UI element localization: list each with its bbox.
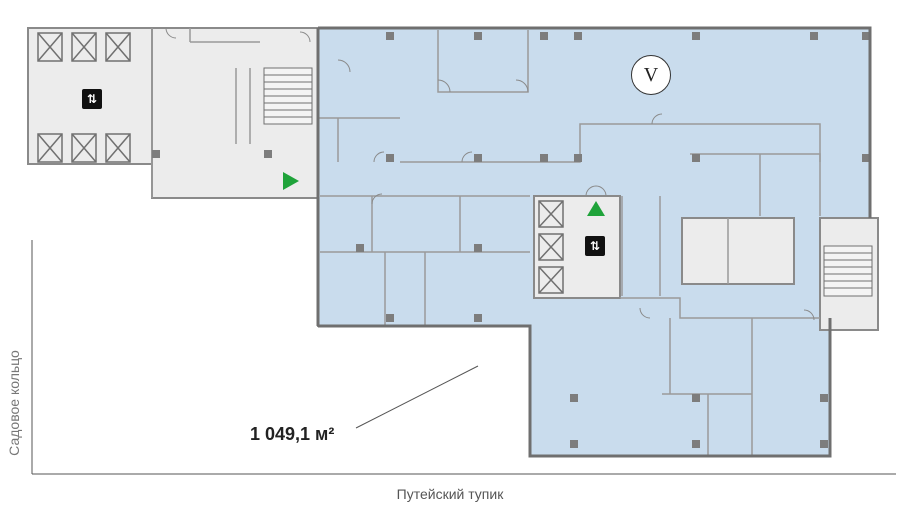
- street-label-left: Садовое кольцо: [6, 350, 22, 456]
- interior-walls: [151, 28, 821, 456]
- lift-icon: ⇅: [82, 89, 102, 109]
- area-label: 1 049,1 м²: [250, 424, 335, 444]
- zone-marker: V: [631, 55, 671, 95]
- lift-icon: ⇅: [585, 236, 605, 256]
- service-areas: [27, 27, 879, 331]
- columns: [152, 32, 870, 448]
- street-label-bottom: Путейский тупик: [396, 486, 504, 502]
- annotation-lines: [31, 240, 896, 475]
- entrance-arrow-icon: [587, 201, 605, 216]
- stairs: [263, 67, 873, 297]
- facade: [316, 26, 872, 458]
- lift-shafts: [37, 32, 564, 294]
- entrance-arrow-icon: [283, 172, 299, 190]
- doors: [165, 27, 815, 321]
